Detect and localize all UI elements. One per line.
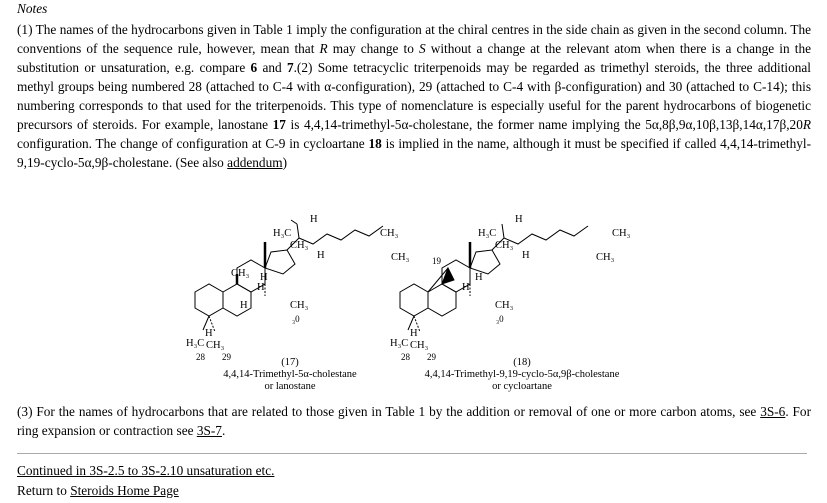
addendum-link[interactable]: addendum — [227, 155, 283, 170]
cycloartane-structure — [399, 223, 589, 333]
config-r: R — [319, 41, 328, 56]
compound-17: 17 — [272, 117, 286, 132]
carbon-number-30: ₃0 — [292, 314, 300, 324]
note-text: configuration. The change of configurati… — [17, 136, 369, 151]
h-label: H — [317, 250, 325, 261]
caption-number: (17) — [281, 357, 299, 368]
caption-alt-name: or cycloartane — [492, 381, 552, 392]
structure-figure: H H₃C CH₃ CH₃ H CH₃ H H H CH₃ CH₃ H₃C CH… — [186, 214, 631, 362]
ch3-label: CH₃ — [596, 252, 615, 263]
h-label: H — [260, 272, 268, 283]
ch3-label: CH₃ — [391, 252, 410, 263]
continued-link[interactable]: Continued in 3S-2.5 to 3S-2.10 unsaturat… — [17, 463, 275, 478]
h-label: H — [475, 272, 483, 283]
carbon-number-28: 28 — [196, 352, 206, 362]
continued-line: Continued in 3S-2.5 to 3S-2.10 unsaturat… — [17, 461, 811, 480]
h-label: H — [205, 328, 213, 339]
ch3-label: CH₃ — [290, 300, 309, 311]
config-r: R — [802, 117, 811, 132]
return-prefix: Return to — [17, 483, 71, 498]
notes-heading: Notes — [17, 1, 48, 16]
note-text: . For ring expansion or contraction see — [17, 404, 811, 438]
carbon-number-29: 29 — [222, 352, 232, 362]
h3c-label: H₃C — [390, 338, 408, 349]
compound-7: 7 — [286, 60, 294, 75]
carbon-number-30: ₃0 — [496, 314, 504, 324]
note-text: (3) For the names of hydrocarbons that a… — [17, 404, 761, 419]
ch3-label: CH₃ — [495, 240, 514, 251]
h3c-label: H₃C — [273, 228, 291, 239]
note-text: (1) The names of the hydrocarbons given … — [17, 22, 811, 56]
note-text: .(2) Some tetracyclic triterpenoids may … — [17, 60, 811, 132]
carbon-number-19: 19 — [432, 256, 442, 266]
ch3-label: CH₃ — [380, 228, 399, 239]
caption-18: (18) 4,4,14-Trimethyl-9,19-cyclo-5α,9β-c… — [392, 357, 652, 393]
compound-6: 6 — [250, 60, 258, 75]
h-label: H — [462, 282, 470, 293]
lanostane-structure — [194, 219, 384, 333]
ch3-label: CH₃ — [612, 228, 631, 239]
ch3-label: CH₃ — [290, 240, 309, 251]
note-text: and — [257, 60, 287, 75]
note-text: is 4,4,14-trimethyl-5α-cholestane, the f… — [285, 117, 803, 132]
caption-number: (18) — [513, 357, 531, 368]
h-label: H — [240, 300, 248, 311]
h-label: H — [257, 282, 265, 293]
ch3-label: CH₃ — [206, 340, 225, 351]
note-text: is implied in the name, although it must… — [17, 136, 811, 170]
caption-alt-name: or lanostane — [264, 381, 316, 392]
ch3-label: CH₃ — [410, 340, 429, 351]
carbon-number-29: 29 — [427, 352, 437, 362]
caption-17: (17) 4,4,14-Trimethyl-5α-cholestane or l… — [170, 357, 410, 393]
ch3-label: CH₃ — [495, 300, 514, 311]
home-link[interactable]: Steroids Home Page — [70, 483, 179, 498]
caption-name: 4,4,14-Trimethyl-9,19-cyclo-5α,9β-choles… — [424, 369, 620, 380]
note-text: ) — [282, 155, 287, 170]
h-label: H — [410, 328, 418, 339]
ch3-label: CH₃ — [231, 268, 250, 279]
h3c-label: H₃C — [186, 338, 204, 349]
note-paragraph-3: (3) For the names of hydrocarbons that a… — [17, 402, 811, 440]
note-text: without a change at the relevant atom wh… — [17, 41, 812, 75]
return-line: Return to Steroids Home Page — [17, 481, 811, 500]
note-text: may change to — [327, 41, 419, 56]
link-3s-6[interactable]: 3S-6 — [760, 404, 786, 419]
note-paragraph-1: (1) The names of the hydrocarbons given … — [17, 20, 811, 172]
config-s: S — [418, 41, 426, 56]
h-label: H — [515, 214, 523, 225]
h-label: H — [522, 250, 530, 261]
note-text: . — [221, 423, 226, 438]
link-3s-7[interactable]: 3S-7 — [196, 423, 222, 438]
h3c-label: H₃C — [478, 228, 496, 239]
caption-name: 4,4,14-Trimethyl-5α-cholestane — [223, 369, 357, 380]
divider — [17, 453, 807, 454]
h-label: H — [310, 214, 318, 225]
compound-18: 18 — [368, 136, 382, 151]
carbon-number-28: 28 — [401, 352, 411, 362]
